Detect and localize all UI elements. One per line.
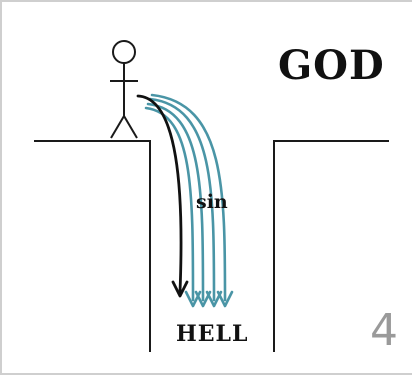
teal-arrow-1 xyxy=(146,102,205,302)
right-ledge xyxy=(273,140,389,352)
teal-arrowhead-4 xyxy=(184,290,202,308)
teal-arrow-4 xyxy=(144,106,195,302)
page-number: 4 xyxy=(370,305,398,356)
black-arrow xyxy=(136,94,189,298)
figure-left-leg xyxy=(110,115,125,139)
pit-outline xyxy=(34,140,389,352)
stick-figure-icon xyxy=(110,40,138,139)
god-label: GOD xyxy=(278,42,385,89)
left-ledge xyxy=(34,140,151,352)
hell-label: HELL xyxy=(176,321,249,347)
teal-arrowhead-2 xyxy=(205,290,223,308)
teal-arrow-3 xyxy=(150,93,227,302)
figure-right-leg xyxy=(123,115,138,139)
teal-arrow-2 xyxy=(148,97,216,302)
figure-head xyxy=(112,40,136,64)
teal-arrowhead-3 xyxy=(216,290,234,308)
sin-label: sin xyxy=(196,191,228,213)
black-arrowhead xyxy=(171,280,189,298)
black-arrow-line xyxy=(136,94,183,294)
